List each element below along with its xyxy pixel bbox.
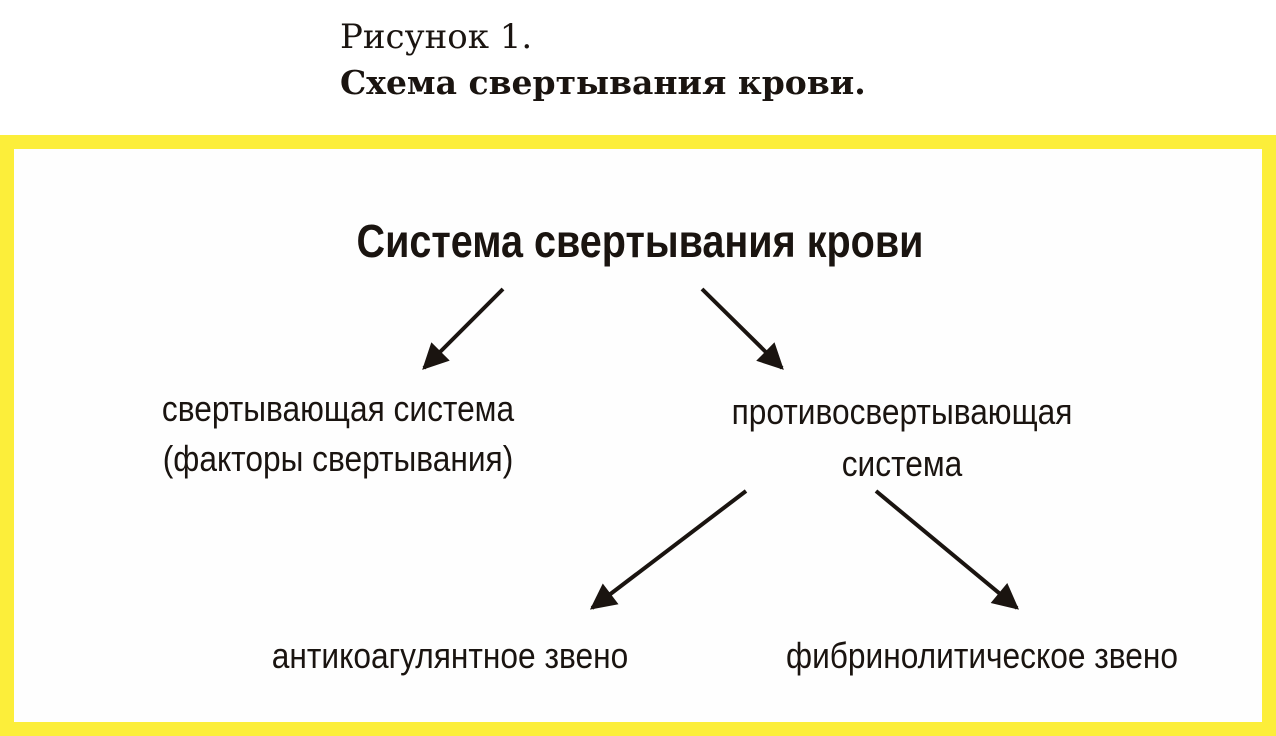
- node-coagulating-system-line1: свертывающая система: [161, 388, 515, 429]
- figure-caption: Рисунок 1. Схема свертывания крови.: [340, 14, 866, 106]
- node-anticoagulant-link: антикоагулянтное звено: [271, 635, 629, 676]
- arrow-root-to-anticoagulating: [700, 287, 784, 370]
- node-coagulating-system-line2: (факторы свертывания): [162, 438, 514, 479]
- figure-title: Схема свертывания крови.: [340, 63, 866, 102]
- diagram-frame: [0, 135, 1276, 736]
- node-anticoagulating-system-line2: система: [841, 443, 963, 484]
- arrow-root-to-coagulating: [422, 287, 505, 370]
- node-anticoagulating-system: противосвертывающая система: [682, 386, 1122, 490]
- arrow-anticoagulating-to-anticoagulant: [589, 489, 748, 610]
- node-coagulation-system: Система свертывания крови: [356, 215, 924, 267]
- figure-label: Рисунок 1.: [340, 17, 533, 57]
- node-anticoagulating-system-line1: противосвертывающая: [731, 391, 1073, 432]
- arrow-anticoagulating-to-fibrinolytic: [874, 489, 1020, 610]
- node-fibrinolytic-link: фибринолитическое звено: [786, 635, 1178, 676]
- node-coagulating-system: свертывающая система (факторы свертывани…: [118, 384, 558, 484]
